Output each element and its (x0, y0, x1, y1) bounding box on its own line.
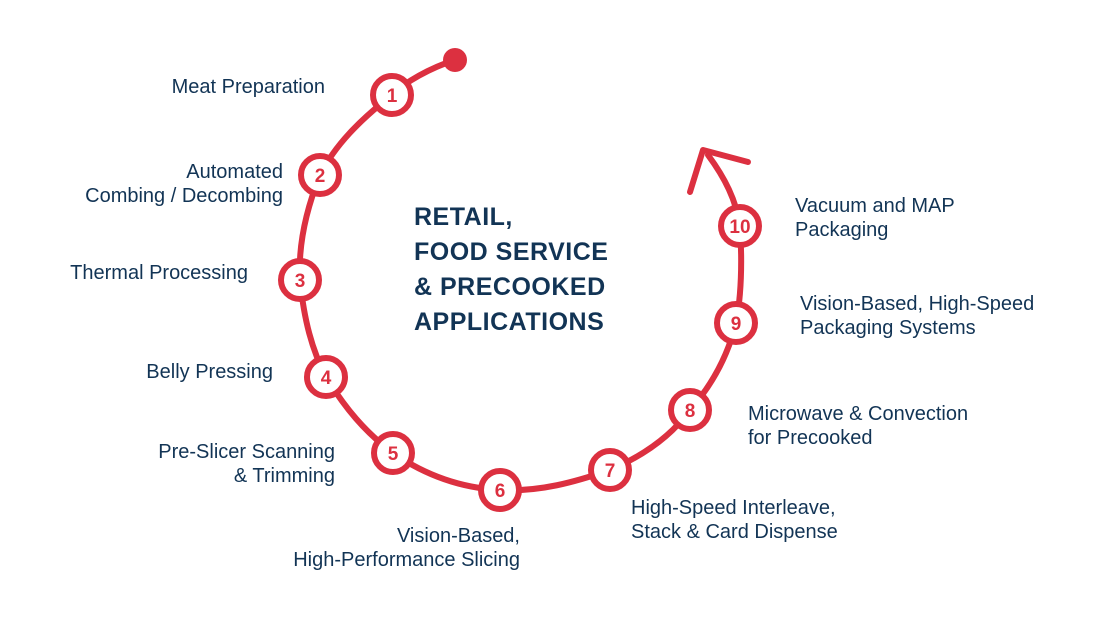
step-marker-5: 5 (371, 431, 415, 475)
step-label-10: Vacuum and MAP Packaging (795, 195, 955, 241)
step-label-5: Pre-Slicer Scanning & Trimming (158, 441, 335, 487)
step-number-4: 4 (321, 368, 332, 389)
step-label-2: Automated Combing / Decombing (85, 161, 283, 207)
step-label-4: Belly Pressing (146, 361, 273, 383)
step-marker-6: 6 (478, 468, 522, 512)
step-number-6: 6 (495, 481, 506, 502)
step-marker-9: 9 (714, 301, 758, 345)
step-marker-10: 10 (718, 204, 762, 248)
title-line-4: APPLICATIONS (414, 308, 605, 336)
step-marker-4: 4 (304, 355, 348, 399)
step-label-6: Vision-Based, High-Performance Slicing (293, 525, 520, 571)
step-number-7: 7 (605, 461, 616, 482)
title-line-2: FOOD SERVICE (414, 238, 609, 266)
step-marker-3: 3 (278, 258, 322, 302)
step-label-8: Microwave & Convection for Precooked (748, 403, 969, 449)
step-number-8: 8 (685, 401, 696, 422)
step-circle-9 (714, 301, 758, 345)
step-circle-7 (588, 448, 632, 492)
step-circle-4 (304, 355, 348, 399)
step-label-7: High-Speed Interleave, Stack & Card Disp… (631, 497, 838, 543)
step-circle-2 (298, 153, 342, 197)
step-number-2: 2 (315, 166, 326, 187)
step-number-5: 5 (388, 444, 399, 465)
step-marker-2: 2 (298, 153, 342, 197)
step-number-3: 3 (295, 271, 306, 292)
step-circle-6 (478, 468, 522, 512)
step-circle-5 (371, 431, 415, 475)
title-line-1: RETAIL, (414, 203, 513, 231)
diagram-title: RETAIL, FOOD SERVICE & PRECOOKED APPLICA… (414, 200, 674, 340)
step-circle-10 (718, 204, 762, 248)
step-number-9: 9 (731, 314, 742, 335)
step-label-1: Meat Preparation (171, 76, 325, 98)
step-markers: 1 2 3 4 5 6 7 8 9 10 (278, 73, 762, 512)
step-circle-8 (668, 388, 712, 432)
step-circle-1 (370, 73, 414, 117)
step-marker-7: 7 (588, 448, 632, 492)
step-label-3: Thermal Processing (70, 262, 248, 284)
title-line-3: & PRECOOKED (414, 273, 606, 301)
start-dot (443, 48, 467, 72)
step-circle-3 (278, 258, 322, 302)
step-marker-8: 8 (668, 388, 712, 432)
step-number-1: 1 (387, 86, 398, 107)
arrow-head (687, 147, 751, 195)
step-label-9: Vision-Based, High-Speed Packaging Syste… (800, 293, 1035, 339)
step-marker-1: 1 (370, 73, 414, 117)
step-number-10: 10 (729, 217, 750, 238)
